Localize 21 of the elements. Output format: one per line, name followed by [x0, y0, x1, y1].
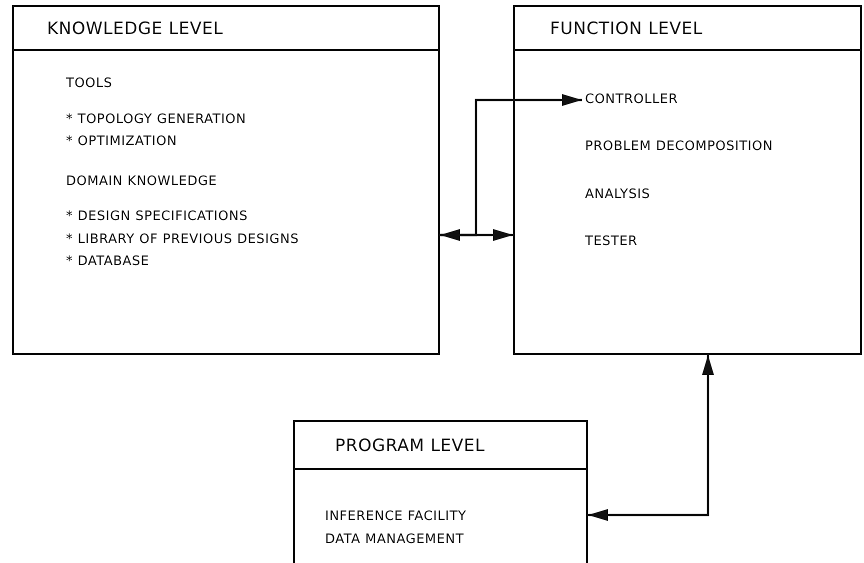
item-text: * TOPOLOGY GENERATION	[66, 112, 246, 128]
level-title: PROGRAM LEVEL	[335, 436, 485, 456]
item-text: TOOLS	[66, 76, 112, 92]
level-title: KNOWLEDGE LEVEL	[47, 19, 224, 39]
item-text: * OPTIMIZATION	[66, 134, 178, 150]
level-title: FUNCTION LEVEL	[550, 19, 703, 39]
connector-arrow	[588, 355, 714, 521]
item-text: * LIBRARY OF PREVIOUS DESIGNS	[66, 232, 299, 248]
level-box	[293, 420, 588, 563]
item-text: DATA MANAGEMENT	[325, 532, 464, 548]
item-text: TESTER	[585, 234, 638, 250]
item-text: DOMAIN KNOWLEDGE	[66, 174, 218, 190]
item-text: ANALYSIS	[585, 187, 650, 203]
controller-text: CONTROLLER	[582, 92, 678, 108]
item-text: * DATABASE	[66, 254, 150, 270]
connector-arrow	[440, 94, 582, 236]
level-box	[12, 5, 440, 355]
item-text: INFERENCE FACILITY	[325, 509, 466, 525]
item-text: * DESIGN SPECIFICATIONS	[66, 209, 248, 225]
level-box	[513, 5, 862, 355]
item-text: PROBLEM DECOMPOSITION	[585, 139, 773, 155]
